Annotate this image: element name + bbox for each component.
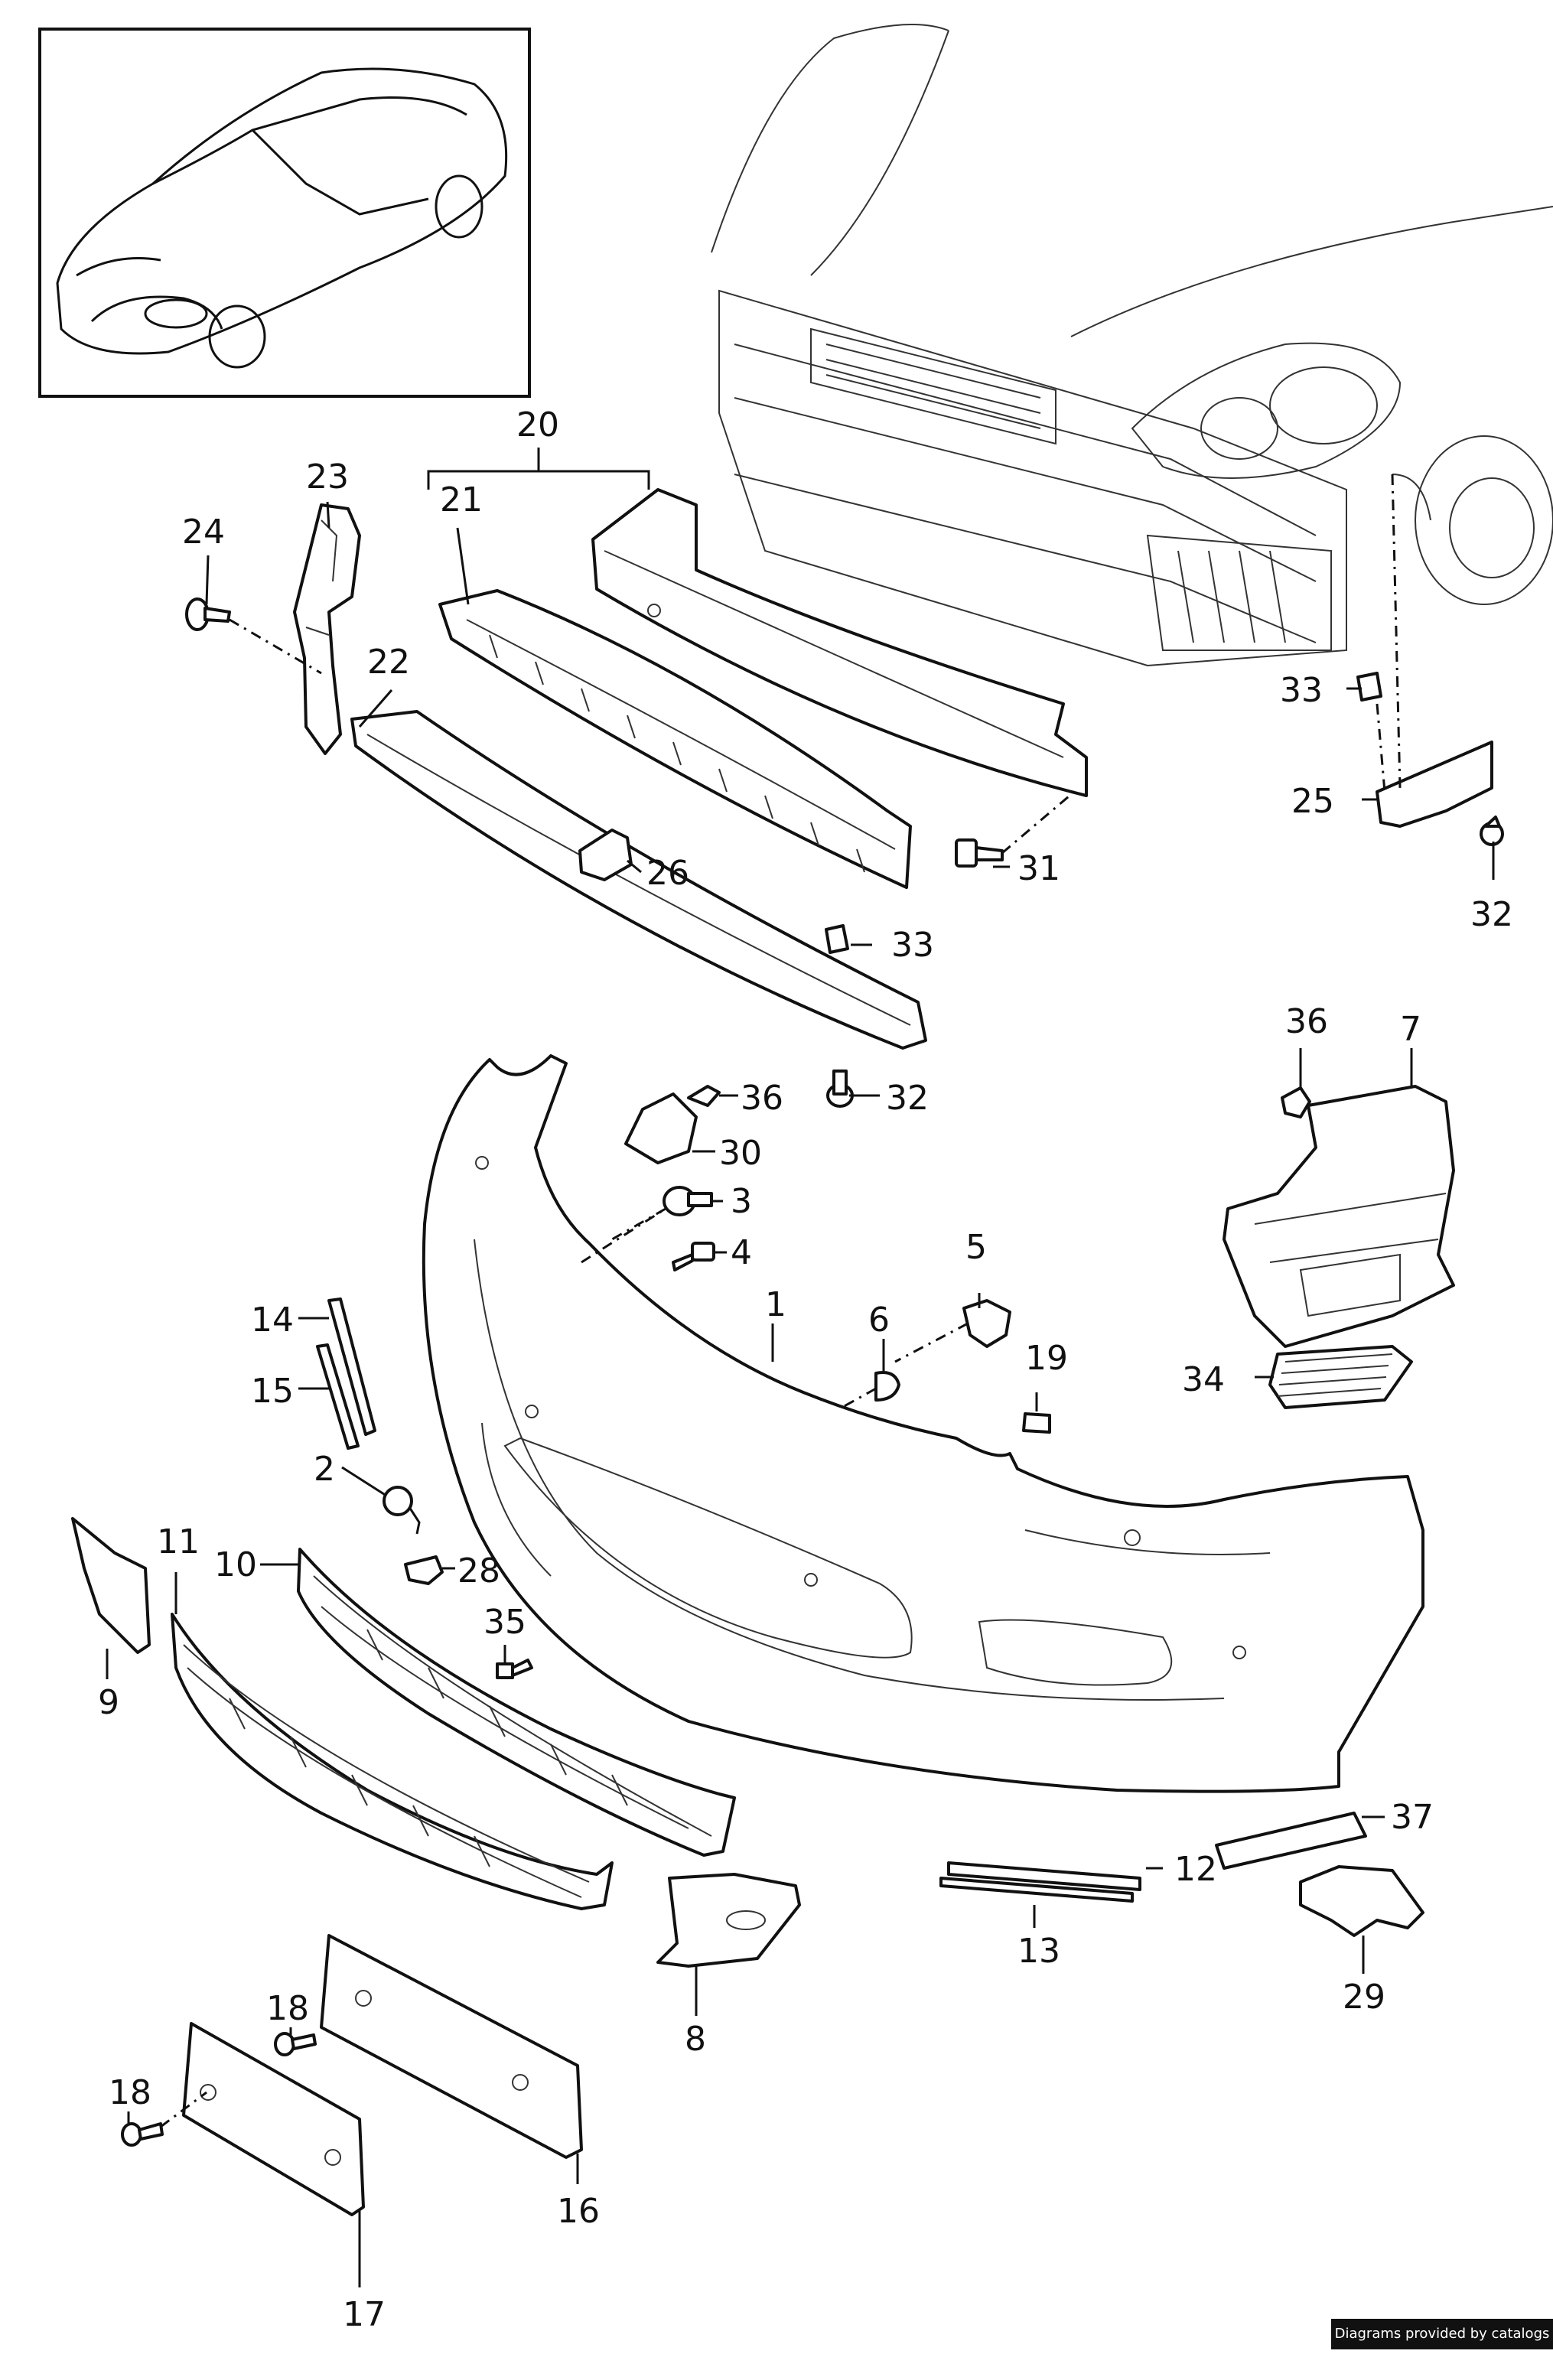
part-2-connector bbox=[383, 1486, 421, 1535]
part-32-screw-center bbox=[826, 1070, 854, 1108]
part-24-screw bbox=[185, 597, 231, 631]
callout-1: 1 bbox=[765, 1285, 786, 1324]
part-28-connector-clip bbox=[404, 1555, 444, 1585]
part-17-license-plate-bracket bbox=[182, 2022, 365, 2216]
callout-16: 16 bbox=[557, 2192, 600, 2231]
callout-33-upper: 33 bbox=[1280, 671, 1323, 710]
callout-8: 8 bbox=[685, 2020, 706, 2059]
part-30-cover-plate bbox=[624, 1092, 698, 1164]
callout-29: 29 bbox=[1343, 1978, 1385, 2017]
callout-21: 21 bbox=[440, 480, 483, 519]
callout-22: 22 bbox=[367, 643, 410, 682]
callout-35: 35 bbox=[483, 1603, 526, 1642]
callout-19: 19 bbox=[1025, 1339, 1068, 1378]
part-23-side-bracket bbox=[293, 503, 361, 755]
callout-28: 28 bbox=[457, 1551, 500, 1590]
callout-9: 9 bbox=[98, 1683, 119, 1722]
callout-33-center: 33 bbox=[891, 926, 934, 965]
vehicle-front-structure bbox=[711, 24, 1553, 667]
callout-3: 3 bbox=[731, 1182, 752, 1221]
part-4-clip bbox=[672, 1242, 715, 1271]
part-12-trim-strip bbox=[947, 1861, 1141, 1891]
part-18-screw-lower bbox=[121, 2122, 164, 2147]
part-9-side-deflector bbox=[71, 1517, 151, 1654]
part-10-center-grille bbox=[297, 1548, 736, 1857]
part-19-clip bbox=[1022, 1412, 1051, 1434]
inset-car-overview bbox=[38, 28, 531, 398]
part-21-energy-absorber bbox=[438, 589, 912, 889]
callout-11: 11 bbox=[157, 1522, 200, 1561]
part-36-clip-right bbox=[1281, 1086, 1311, 1118]
part-31-bolt bbox=[955, 838, 1004, 868]
part-3-clip bbox=[663, 1186, 713, 1216]
callout-34: 34 bbox=[1182, 1360, 1225, 1399]
callout-37: 37 bbox=[1391, 1798, 1434, 1837]
part-33-clip-upper bbox=[1356, 672, 1382, 702]
callout-labels: 1 2 3 4 5 6 7 8 9 10 11 12 13 14 15 16 1… bbox=[98, 405, 1513, 2334]
callout-20: 20 bbox=[516, 405, 559, 444]
part-37-lip-spoiler bbox=[1215, 1812, 1367, 1870]
callout-18-lower: 18 bbox=[109, 2073, 151, 2112]
part-35-screw bbox=[496, 1659, 533, 1679]
callout-32-right: 32 bbox=[1470, 895, 1513, 934]
callout-18-upper: 18 bbox=[266, 1989, 309, 2028]
callout-31: 31 bbox=[1017, 849, 1060, 888]
part-22-lower-support bbox=[350, 710, 927, 1050]
callout-24: 24 bbox=[182, 513, 225, 552]
callout-4: 4 bbox=[731, 1233, 752, 1272]
callout-12: 12 bbox=[1174, 1850, 1217, 1889]
callout-17: 17 bbox=[343, 2295, 386, 2334]
part-20-impact-beam bbox=[591, 488, 1088, 797]
part-15-trim-strip bbox=[316, 1343, 360, 1450]
callout-32-center: 32 bbox=[886, 1079, 929, 1118]
part-8-bracket bbox=[656, 1873, 801, 1968]
callout-30: 30 bbox=[719, 1134, 762, 1173]
part-6-sensor-ring bbox=[874, 1371, 900, 1402]
part-13-trim-strip bbox=[939, 1877, 1134, 1903]
part-25-guide-bracket bbox=[1376, 741, 1493, 828]
callout-10: 10 bbox=[214, 1545, 257, 1584]
part-33-clip-lower bbox=[825, 924, 849, 954]
callout-36-right: 36 bbox=[1285, 1002, 1328, 1041]
part-14-trim-strip bbox=[327, 1297, 376, 1436]
callout-5: 5 bbox=[965, 1228, 987, 1267]
callout-14: 14 bbox=[251, 1301, 294, 1340]
callout-36-center: 36 bbox=[741, 1079, 783, 1118]
callout-7: 7 bbox=[1400, 1010, 1421, 1049]
part-5-parking-sensor bbox=[962, 1299, 1011, 1348]
part-7-air-duct bbox=[1223, 1085, 1455, 1348]
callout-6: 6 bbox=[868, 1301, 890, 1340]
callout-25: 25 bbox=[1291, 782, 1334, 821]
part-16-license-plate-base bbox=[320, 1934, 583, 2159]
callout-15: 15 bbox=[251, 1372, 294, 1411]
part-34-side-grille bbox=[1268, 1345, 1413, 1409]
callout-23: 23 bbox=[306, 457, 349, 497]
part-1-bumper-cover bbox=[422, 1054, 1424, 1793]
part-36-clip-center bbox=[687, 1085, 721, 1107]
part-18-screw-upper bbox=[274, 2032, 317, 2056]
leader-lines bbox=[106, 501, 1495, 2287]
credit-badge: Diagrams provided by catalogs parts bbox=[1331, 2319, 1553, 2372]
part-29-wheel-arch-bracket bbox=[1299, 1865, 1424, 1937]
part-32-screw-right bbox=[1480, 816, 1504, 846]
callout-13: 13 bbox=[1017, 1932, 1060, 1971]
callout-2: 2 bbox=[314, 1450, 335, 1489]
callout-26: 26 bbox=[646, 854, 689, 893]
